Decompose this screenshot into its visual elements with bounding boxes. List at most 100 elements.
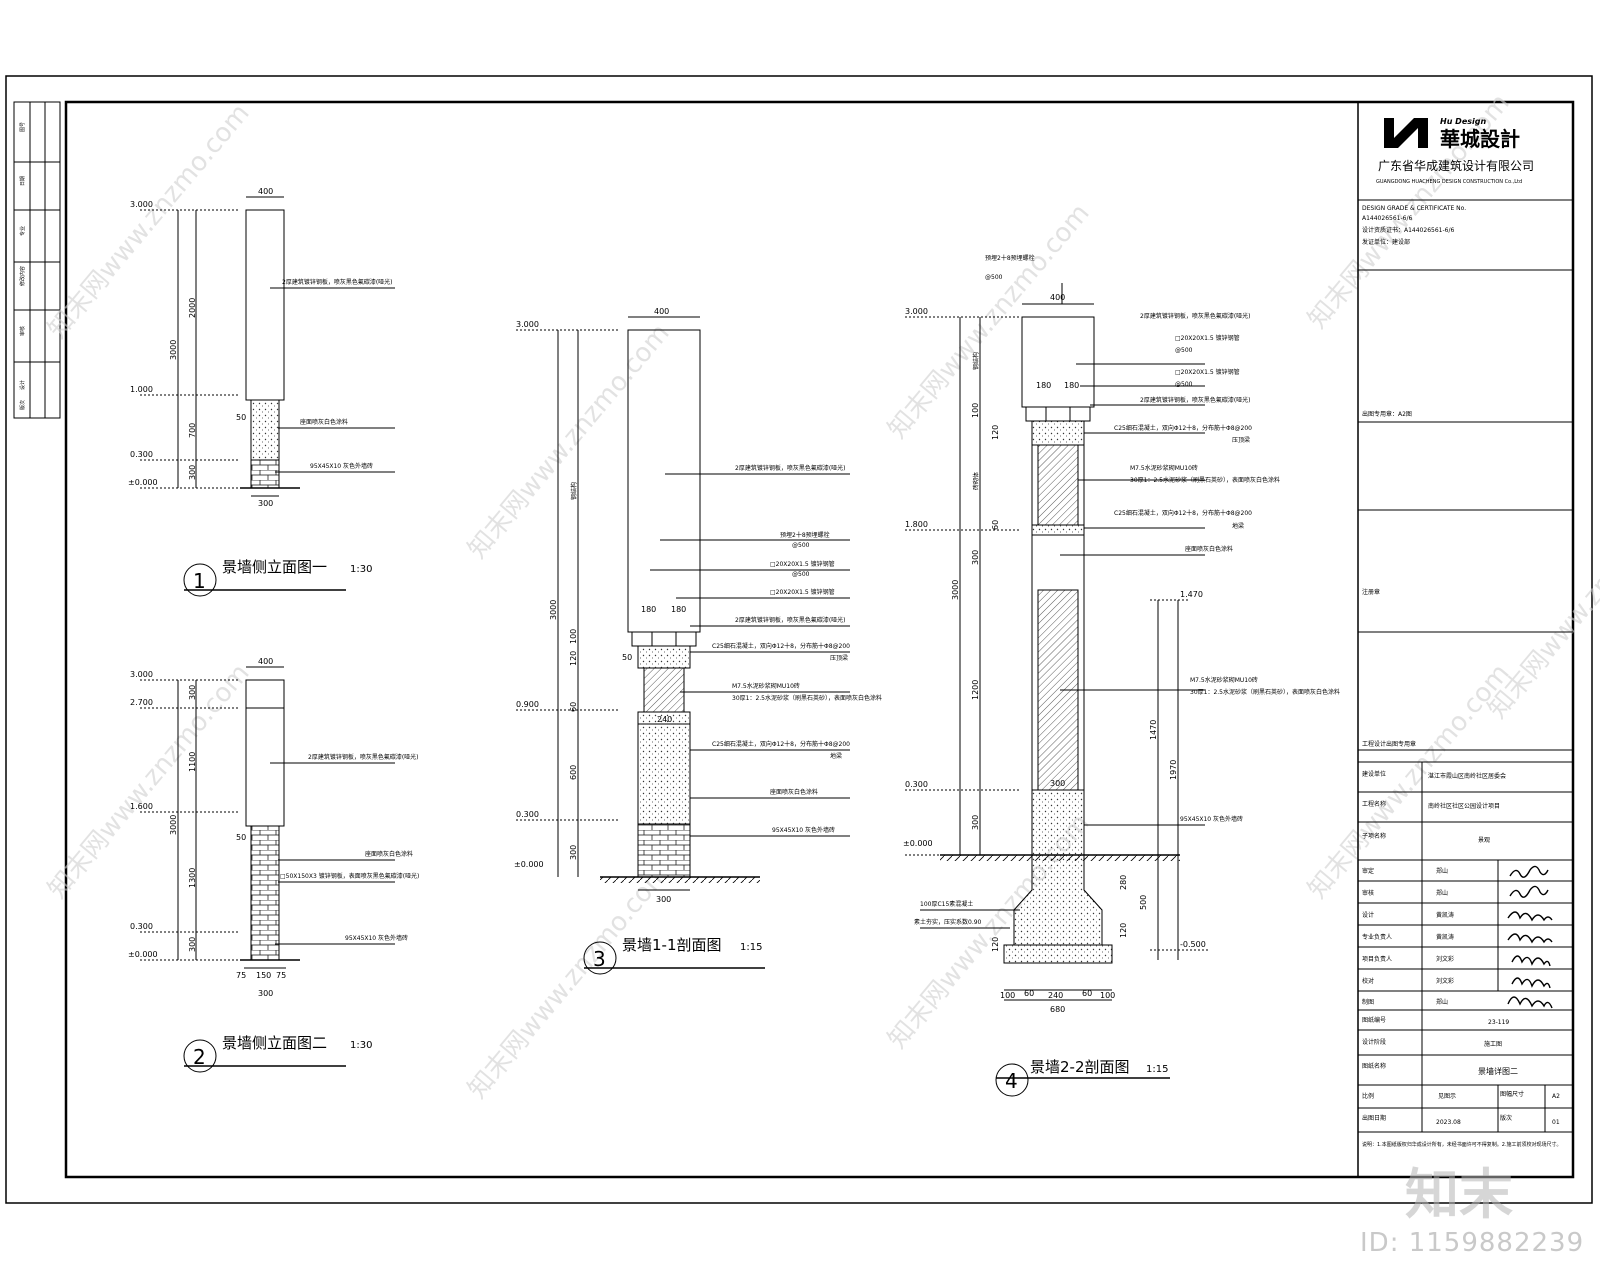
left-strip-label: 版次 xyxy=(19,400,26,410)
v2-label-tube: □50X150X3 镀锌钢板，表面喷灰黑色氟碳漆(哑光) xyxy=(280,872,419,880)
version: 01 xyxy=(1552,1119,1560,1126)
v4-dim-1200: 1200 xyxy=(971,680,980,700)
v3-label-6: 2厚建筑镀锌钢板，喷灰黑色氟碳漆(哑光) xyxy=(735,616,846,624)
view-3-section-1-1 xyxy=(516,316,850,891)
v3-label-12: 地梁 xyxy=(830,752,842,760)
v3-label-8: 压顶梁 xyxy=(830,654,848,662)
view-title-3-text: 景墙1-1剖面图 xyxy=(622,936,722,954)
date: 2023.08 xyxy=(1436,1119,1461,1126)
row-label-1: 工程名称 xyxy=(1362,800,1386,808)
logo-brand-en: Hu Design xyxy=(1440,117,1486,126)
v4-label-2: 2厚建筑镀锌钢板，喷灰黑色氟碳漆(哑光) xyxy=(1140,312,1251,320)
left-strip-label: 设计 xyxy=(19,380,26,390)
v3-label-13: 座面喷灰白色涂料 xyxy=(770,788,818,796)
v4-base-dim-4: 60 xyxy=(1082,989,1092,998)
view-title-2: 2 景墙侧立面图二 1:30 xyxy=(183,1034,372,1073)
v4-dim-120b: 120 xyxy=(1119,923,1128,938)
v3-elev-4: ±0.000 xyxy=(514,860,544,869)
v1-label-tile: 95X45X10 灰色外墙砖 xyxy=(310,462,373,470)
v1-dim-3000: 3000 xyxy=(169,340,178,360)
svg-text:1: 1 xyxy=(193,569,206,593)
v3-label-11: C25细石混凝土，双向Φ12十8，分布筋十Φ8@200 xyxy=(712,740,850,748)
row-label-6: 专业负责人 xyxy=(1362,933,1392,941)
v1-top-width: 400 xyxy=(258,187,273,196)
v4-dim-steel: 钢结构 xyxy=(972,352,980,370)
watermark-text: 知末网www.znzmo.com xyxy=(462,858,675,1104)
v4-cap-beam xyxy=(1031,420,1085,446)
v3-elev-2: 0.900 xyxy=(516,700,539,709)
v3-half-a: 180 xyxy=(641,605,656,614)
v3-cap-beam xyxy=(637,645,691,669)
v2-sub-75a: 75 xyxy=(236,971,246,980)
title-label: 图纸名称 xyxy=(1362,1062,1386,1070)
view-title-1-scale: 1:30 xyxy=(350,564,372,575)
v3-dim-100: 100 xyxy=(569,629,578,644)
v4-label-6: @500 xyxy=(1175,381,1193,388)
view-title-2-text: 景墙侧立面图二 xyxy=(222,1034,327,1052)
watermark-text: 知末网www.znzmo.com xyxy=(42,98,255,344)
row-label-0: 建设单位 xyxy=(1362,770,1386,778)
v3-dim-600: 600 xyxy=(569,765,578,780)
v1-offset: 50 xyxy=(236,413,246,422)
v2-annotations: 3.000 2.700 1.600 0.300 ±0.000 300 1100 … xyxy=(128,657,419,998)
row-value-0: 湛江市霞山区南岭社区居委会 xyxy=(1428,772,1506,780)
v2-plinth xyxy=(250,825,280,961)
view-title-4: 4 景墙2-2剖面图 1:15 xyxy=(995,1058,1170,1097)
v3-label-4: @500 xyxy=(792,571,810,578)
v4-label-7: 2厚建筑镀锌钢板，喷灰黑色氟碳漆(哑光) xyxy=(1140,396,1251,404)
v1-elev-4: ±0.000 xyxy=(128,478,158,487)
v3-dim-3000: 3000 xyxy=(549,600,558,620)
v2-elev-3: 1.600 xyxy=(130,802,153,811)
view-2-side-elevation-two xyxy=(140,666,395,969)
v4-base-dim-3: 240 xyxy=(1048,991,1063,1000)
watermark-text: 知末网www.znzmo.com xyxy=(1482,478,1600,724)
left-strip-label: 审核 xyxy=(19,326,26,336)
v3-annotations: 3.000 0.900 0.300 ±0.000 3000 钢结构 100 12… xyxy=(514,307,882,904)
v4-label-15: M7.5水泥砂浆砌MU10砖 xyxy=(1190,676,1258,684)
v3-top-width: 400 xyxy=(654,307,669,316)
v4-label-14: 座面喷灰白色涂料 xyxy=(1185,545,1233,553)
row-value-8: 刘文彩 xyxy=(1436,977,1454,985)
view-title-4-text: 景墙2-2剖面图 xyxy=(1030,1058,1130,1076)
v3-label-9: M7.5水泥砂浆砌MU10砖 xyxy=(732,682,800,690)
v1-dim-700: 700 xyxy=(188,423,197,438)
v1-elev-2: 1.000 xyxy=(130,385,153,394)
sheet-border-inner xyxy=(64,100,1575,1179)
v3-dim-steel: 钢结构 xyxy=(570,482,578,500)
v1-dim-2000: 2000 xyxy=(188,298,197,318)
v2-elev-5: ±0.000 xyxy=(128,950,158,959)
v4-base-dim-2: 60 xyxy=(1024,989,1034,998)
row-value-3: 郑山 xyxy=(1436,867,1448,875)
v4-elev-2: 1.800 xyxy=(905,520,928,529)
v4-label-12: C25细石混凝土，双向Φ12十8，分布筋十Φ8@200 xyxy=(1114,509,1252,517)
v4-dim-120: 120 xyxy=(991,425,1000,440)
v4-annotations: 3.000 1.800 1.470 0.300 ±0.000 -0.500 钢结… xyxy=(903,254,1340,1014)
v3-half-b: 180 xyxy=(671,605,686,614)
row-label-3: 审定 xyxy=(1362,867,1374,875)
view-1-side-elevation-one xyxy=(140,196,395,497)
v3-inner-width: 240 xyxy=(657,715,672,724)
v3-label-2: @500 xyxy=(792,542,810,549)
left-strip-label: 专业 xyxy=(19,226,26,236)
v2-label-paint: 座面喷灰白色涂料 xyxy=(365,850,413,858)
drawing-no-label: 图纸编号 xyxy=(1362,1016,1386,1024)
sheet-size: A2 xyxy=(1552,1093,1560,1100)
v3-base-block xyxy=(637,723,691,825)
v4-label-1: @500 xyxy=(985,274,1003,281)
v4-label-13: 地梁 xyxy=(1232,522,1244,530)
v4-dim-60: 60 xyxy=(991,520,1000,530)
v3-brick-core xyxy=(643,667,685,713)
v3-dim-60: 60 xyxy=(569,702,578,712)
watermark-text: 知末网www.znzmo.com xyxy=(42,658,255,904)
v2-bot-width: 300 xyxy=(258,989,273,998)
cert-line-3: 设计资质证书：A144026561-6/6 xyxy=(1362,226,1454,234)
version-label: 版次 xyxy=(1500,1114,1512,1122)
notes: 说明：1.本图纸版权归华成设计所有，未经书面许可不得复制。2.施工前须校对现场尺… xyxy=(1362,1141,1562,1148)
v4-label-8: C25细石混凝土，双向Φ12十8，分布筋十Φ8@200 xyxy=(1114,424,1252,432)
v4-label-17: 95X45X10 灰色外墙砖 xyxy=(1180,815,1243,823)
row-label-2: 子项名称 xyxy=(1362,832,1386,840)
v2-label-steel: 2厚建筑镀锌钢板，喷灰黑色氟碳漆(哑光) xyxy=(308,753,419,761)
v1-label-steel: 2厚建筑镀锌钢板，喷灰黑色氟碳漆(哑光) xyxy=(282,278,393,286)
